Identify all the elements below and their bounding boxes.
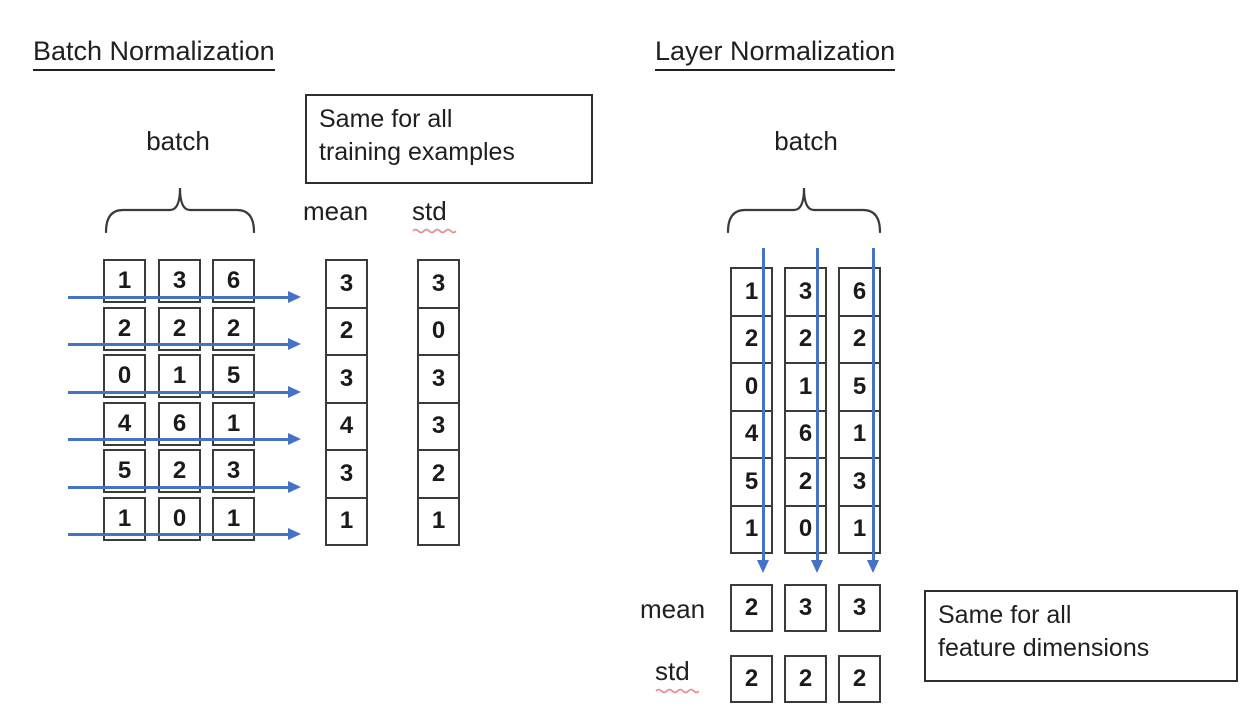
grid-cell: 0	[417, 306, 460, 356]
layer-normalization-title-wrap: Layer Normalization	[655, 36, 896, 71]
right-std-label-wrap: std	[655, 656, 699, 694]
column-arrow-1	[756, 248, 769, 573]
grid-cell: 5	[838, 362, 881, 412]
grid-cell: 3	[784, 267, 827, 317]
right-std-squiggle-icon	[655, 688, 699, 694]
grid-cell: 2	[417, 449, 460, 499]
left-batch-label: batch	[146, 126, 210, 156]
grid-cell: 0	[730, 362, 773, 412]
grid-cell: 4	[325, 401, 368, 451]
right-std-label: std	[655, 656, 690, 686]
left-note-line1: Same for all	[319, 105, 453, 133]
grid-cell: 2	[838, 314, 881, 364]
left-batch-brace-path	[104, 187, 256, 234]
right-batch-label: batch	[774, 126, 838, 156]
right-mean-label: mean	[640, 594, 706, 624]
right-batch-brace-icon	[726, 187, 882, 234]
grid-cell: 1	[838, 504, 881, 554]
grid-cell: 3	[417, 354, 460, 404]
grid-cell: 3	[417, 259, 460, 309]
right-note-line2: feature dimensions	[938, 634, 1150, 662]
right-std-squiggle-path	[655, 688, 699, 694]
grid-cell: 3	[417, 401, 460, 451]
grid-cell: 6	[784, 409, 827, 459]
grid-cell: 2	[838, 655, 881, 703]
grid-cell: 2	[784, 314, 827, 364]
left-std-squiggle-icon	[412, 228, 456, 234]
grid-cell: 2	[325, 306, 368, 356]
grid-cell: 2	[784, 655, 827, 703]
right-batch-brace-path	[726, 187, 882, 234]
batch-normalization-title-wrap: Batch Normalization	[33, 36, 275, 71]
grid-cell: 3	[838, 584, 881, 632]
left-std-squiggle-path	[412, 228, 456, 234]
right-note-line1: Same for all	[938, 601, 1072, 629]
row-arrow-5	[68, 480, 301, 493]
grid-cell: 3	[838, 457, 881, 507]
left-mean-label: mean	[303, 196, 369, 226]
row-arrow-3	[68, 385, 301, 398]
row-arrow-4	[68, 433, 301, 445]
row-arrow-2	[68, 338, 301, 350]
grid-cell: 3	[325, 354, 368, 404]
grid-cell: 1	[417, 496, 460, 546]
column-arrow-3	[866, 248, 879, 573]
grid-cell: 2	[730, 655, 773, 703]
grid-cell: 2	[730, 314, 773, 364]
grid-cell: 3	[325, 449, 368, 499]
grid-cell: 2	[784, 457, 827, 507]
grid-cell: 6	[838, 267, 881, 317]
left-std-label: std	[412, 196, 447, 226]
layer-normalization-title: Layer Normalization	[655, 36, 896, 71]
right-note-box: Same for all feature dimensions	[924, 590, 1238, 682]
left-note-line2: training examples	[319, 138, 515, 166]
grid-cell: 5	[730, 457, 773, 507]
grid-cell: 3	[784, 584, 827, 632]
grid-cell: 2	[730, 584, 773, 632]
grid-cell: 3	[325, 259, 368, 309]
row-arrow-1	[68, 290, 301, 303]
row-arrow-6	[68, 528, 301, 540]
grid-cell: 0	[784, 504, 827, 554]
left-note-box: Same for all training examples	[305, 94, 593, 184]
grid-cell: 1	[325, 496, 368, 546]
column-arrow-2	[810, 248, 823, 573]
grid-cell: 1	[784, 362, 827, 412]
batch-normalization-title: Batch Normalization	[33, 36, 275, 71]
grid-cell: 1	[730, 267, 773, 317]
grid-cell: 1	[730, 504, 773, 554]
left-batch-brace-icon	[104, 187, 256, 234]
grid-cell: 1	[838, 409, 881, 459]
grid-cell: 4	[730, 409, 773, 459]
left-std-label-wrap: std	[412, 196, 456, 234]
